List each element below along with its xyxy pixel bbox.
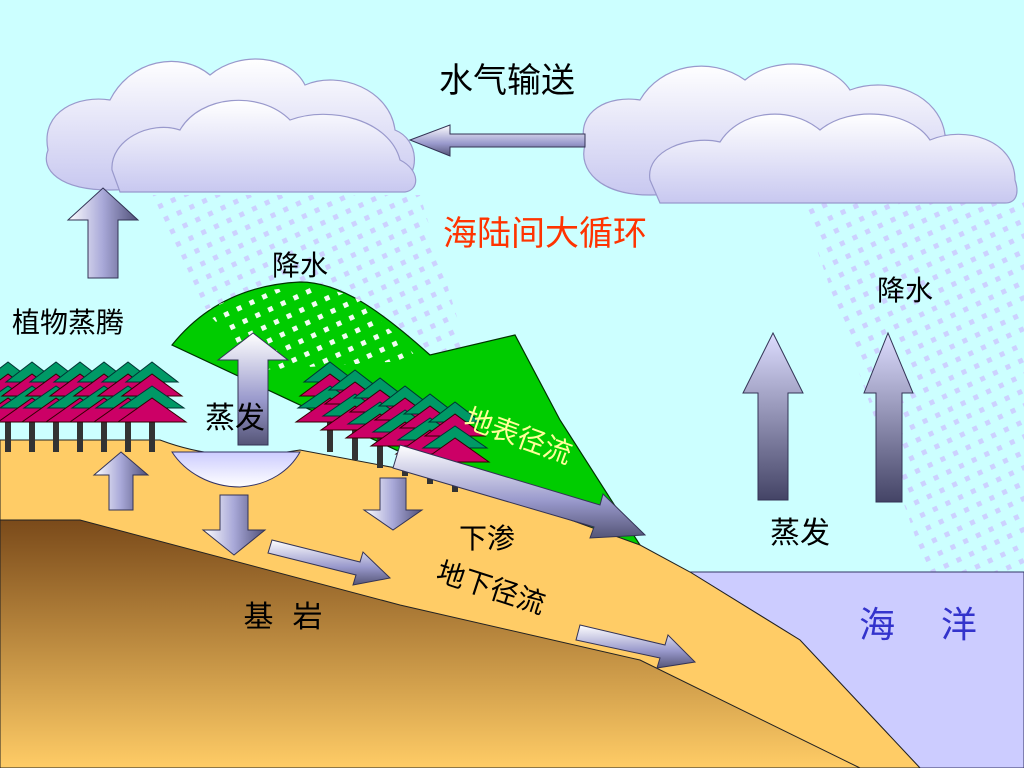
groundwater-arrow-icon-2 xyxy=(575,624,697,669)
cloud-icon-left xyxy=(45,58,417,193)
infiltration-arrow-icon-1 xyxy=(201,494,267,556)
root-uptake-arrow-icon xyxy=(92,451,150,511)
pond xyxy=(171,451,301,488)
precipitation-land-label: 降水 xyxy=(272,249,328,282)
transpiration-label: 植物蒸腾 xyxy=(12,306,124,339)
evaporation-land-label: 蒸发 xyxy=(205,401,265,436)
bedrock-layer xyxy=(0,519,861,768)
ocean-label: 海 洋 xyxy=(859,605,977,646)
bedrock-label: 基 岩 xyxy=(243,600,322,635)
infiltration-label: 下渗 xyxy=(459,522,515,555)
title-vapor-transport: 水气输送 xyxy=(439,61,575,101)
infiltration-arrow-icon-2 xyxy=(362,477,424,531)
groundwater-arrow-icon-1 xyxy=(267,539,392,586)
evap-land-arrow-icon xyxy=(216,332,290,446)
precipitation-ocean-label: 降水 xyxy=(877,274,933,307)
cloud-icon-right xyxy=(582,63,1018,204)
evap-ocean-arrow-icon xyxy=(742,331,804,501)
vapor-transport-arrow-icon xyxy=(408,124,586,157)
cycle-label: 海陆间大循环 xyxy=(443,214,647,254)
surface-runoff-arrow-icon xyxy=(392,444,647,539)
ocean-vapor-arrow-icon xyxy=(863,331,914,503)
evaporation-ocean-label: 蒸发 xyxy=(770,516,830,551)
transpiration-arrow-icon xyxy=(66,187,140,279)
